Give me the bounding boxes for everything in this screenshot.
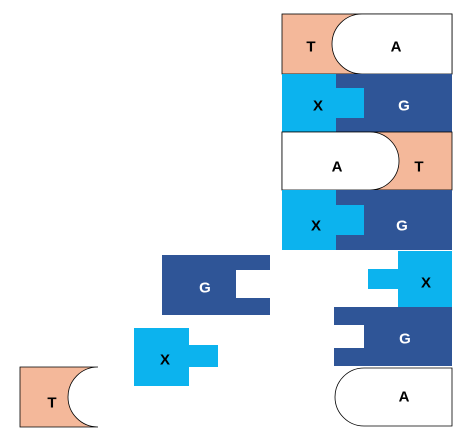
a-label: A [332,159,343,176]
free-x-block-left: X [134,328,218,386]
a-block [334,367,453,427]
x-label: X [313,98,323,115]
t-label: T [414,159,423,176]
free-x-block-right: X [368,251,452,307]
t-block [19,366,99,428]
g-label: G [396,218,408,235]
g-block [162,255,270,315]
x-block [134,328,218,386]
x-label: X [160,352,170,369]
a-block [331,13,453,75]
a-label: A [391,39,402,56]
x-block [368,251,452,307]
g-label: G [199,280,211,297]
free-t-block: T [19,366,99,428]
g-label: G [398,98,410,115]
g-block [336,74,452,132]
pair-t-a-row-1: T A [281,13,453,75]
t-label: T [306,39,315,56]
t-label: T [47,395,56,412]
x-label: X [421,275,431,292]
a-label: A [399,389,410,406]
g-block [334,307,452,366]
pair-x-g-row-4: X G [282,190,452,250]
free-g-block: G [162,255,270,315]
g-label: G [399,331,411,348]
a-block [281,131,400,191]
g-block [336,190,452,250]
x-label: X [311,218,321,235]
pair-x-g-row-2: X G [282,74,452,132]
free-a-block: A [334,367,453,427]
pair-a-t-row-3: A T [281,131,453,191]
free-g-block-right: G [334,307,452,366]
